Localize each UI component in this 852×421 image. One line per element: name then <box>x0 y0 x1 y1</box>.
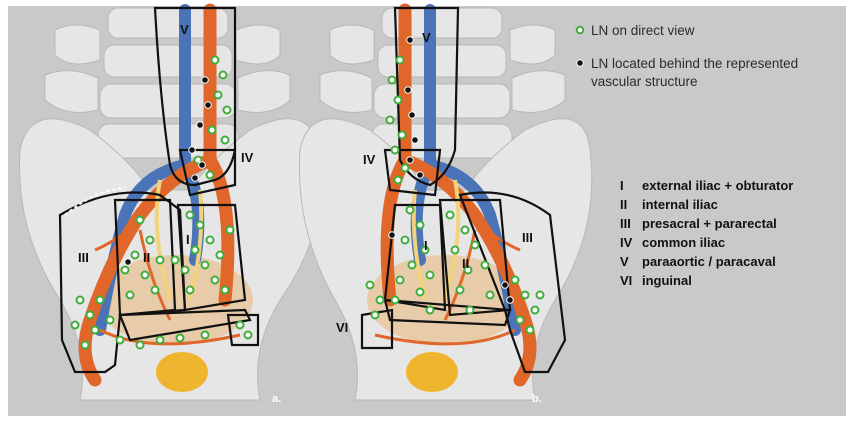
key-text-6: inguinal <box>642 273 692 288</box>
legend-behind-label-2: vascular structure <box>591 74 698 89</box>
key-numeral-3: III <box>620 216 631 231</box>
key-text-5: paraaortic / paracaval <box>642 254 776 269</box>
label-V-b: V <box>422 30 431 45</box>
label-II-b: II <box>462 256 469 271</box>
label-IV-a: IV <box>241 150 254 165</box>
key-text-4: common iliac <box>642 235 725 250</box>
label-I-b: I <box>424 238 428 253</box>
label-I-a: I <box>186 232 190 247</box>
key-numeral-6: VI <box>620 273 632 288</box>
label-IV-b: IV <box>363 152 376 167</box>
legend-behind-marker <box>577 60 584 67</box>
label-III-b: III <box>522 230 533 245</box>
rectum-a <box>156 352 208 392</box>
legend-direct-label: LN on direct view <box>591 23 695 38</box>
label-III-a: III <box>78 250 89 265</box>
key-numeral-4: IV <box>620 235 633 250</box>
key-numeral-5: V <box>620 254 629 269</box>
label-VI-b: VI <box>336 320 348 335</box>
key-text-2: internal iliac <box>642 197 718 212</box>
key-numeral-1: I <box>620 178 624 193</box>
panel-tag-b: b. <box>532 393 542 405</box>
legend-direct-marker <box>577 27 584 34</box>
label-II-a: II <box>143 250 150 265</box>
key-text-1: external iliac + obturator <box>642 178 793 193</box>
label-V-a: V <box>180 22 189 37</box>
key-text-3: presacral + pararectal <box>642 216 777 231</box>
panel-tag-a: a. <box>272 393 281 405</box>
key-numeral-2: II <box>620 197 627 212</box>
legend-behind-label-1: LN located behind the represented <box>591 56 798 71</box>
rectum-b <box>406 352 458 392</box>
